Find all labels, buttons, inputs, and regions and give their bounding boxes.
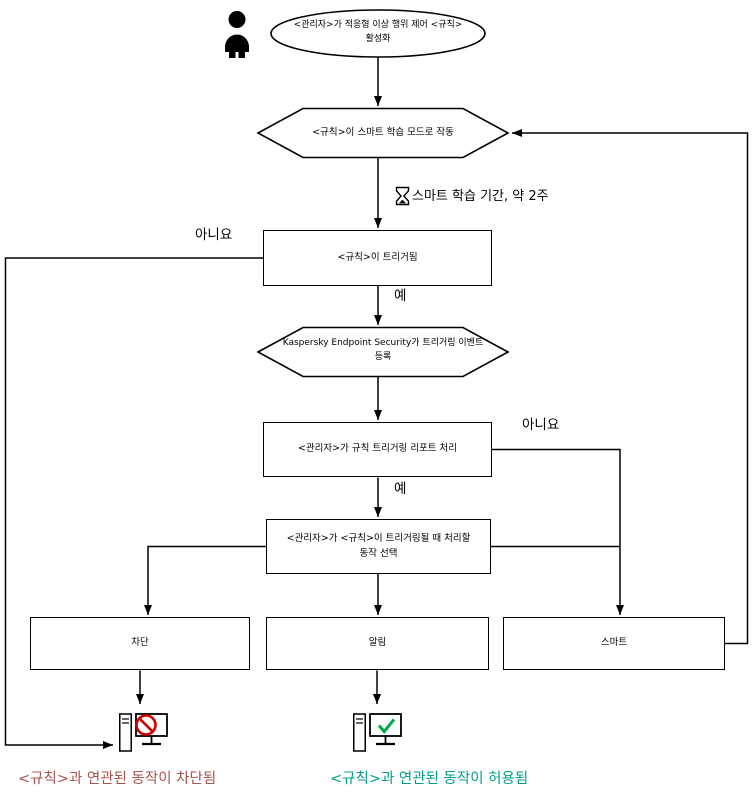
hourglass-icon xyxy=(395,186,410,206)
start-label-line1: <관리자>가 적응형 이상 행위 제어 <규칙> xyxy=(293,20,463,31)
smart-mode-text: <규칙>이 스마트 학습 모드로 작동 xyxy=(312,126,454,138)
action-inform-box: 알림 xyxy=(266,617,489,670)
rule-triggered-text: <규칙>이 트리거됨 xyxy=(337,251,418,263)
action-inform-text: 알림 xyxy=(368,637,387,649)
prohibition-sign-icon xyxy=(135,714,157,736)
action-smart-box: 스마트 xyxy=(503,617,725,670)
action-block-text: 차단 xyxy=(131,637,149,649)
no-label-1: 아니요 xyxy=(195,227,233,243)
select-action-line1: <관리자>가 <규칙>이 트리거링될 때 처리할 xyxy=(286,532,471,544)
start-label-line2: 활성화 xyxy=(365,34,391,44)
result-blocked-text: <규칙>과 연관된 동작이 차단됨 xyxy=(18,771,217,787)
connector-select-to-block xyxy=(144,545,266,615)
select-action-box: <관리자>가 <규칙>이 트리거링될 때 처리할 동작 선택 xyxy=(266,519,491,574)
process-report-text: <관리자>가 규칙 트리거링 리포트 처리 xyxy=(297,443,458,455)
admin-person-icon xyxy=(225,11,249,58)
process-report-box: <관리자>가 규칙 트리거링 리포트 처리 xyxy=(263,422,492,477)
training-period-label: 스마트 학습 기간, 약 2주 xyxy=(412,189,549,204)
computer-blocked-icon xyxy=(119,713,168,752)
checkmark-icon xyxy=(377,718,396,734)
register-event-hexagon xyxy=(256,326,510,378)
action-block-box: 차단 xyxy=(30,617,250,670)
result-allowed-text: <규칙>과 연관된 동작이 허용됨 xyxy=(330,771,529,787)
no-label-2: 아니요 xyxy=(522,417,560,433)
yes-label-2: 예 xyxy=(394,481,407,497)
register-event-label: Kaspersky Endpoint Security가 트리거링 이벤트 등록 xyxy=(256,329,510,373)
register-event-line1: Kaspersky Endpoint Security가 트리거링 이벤트 xyxy=(282,338,484,349)
yes-label-1: 예 xyxy=(394,288,407,304)
smart-mode-label: <규칙>이 스마트 학습 모드로 작동 xyxy=(268,110,498,156)
select-action-line2: 동작 선택 xyxy=(359,547,398,559)
smart-mode-hexagon xyxy=(256,107,510,159)
connector-smart-loopback xyxy=(512,129,749,645)
register-event-line2: 등록 xyxy=(374,352,392,362)
start-node-label: <관리자>가 적응형 이상 행위 제어 <규칙> 활성화 xyxy=(270,12,486,54)
connector-triggered-no-loop xyxy=(4,257,263,749)
computer-allowed-icon xyxy=(353,713,402,752)
connector-report-no-to-smart xyxy=(492,448,624,615)
rule-triggered-box: <규칙>이 트리거됨 xyxy=(263,230,492,286)
action-smart-text: 스마트 xyxy=(600,637,628,649)
connectors xyxy=(4,57,749,749)
